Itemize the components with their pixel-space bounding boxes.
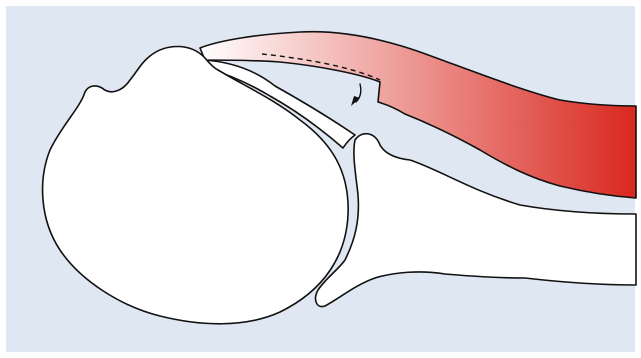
shoulder-anatomy-figure — [0, 0, 641, 358]
anatomy-diagram — [0, 0, 641, 358]
